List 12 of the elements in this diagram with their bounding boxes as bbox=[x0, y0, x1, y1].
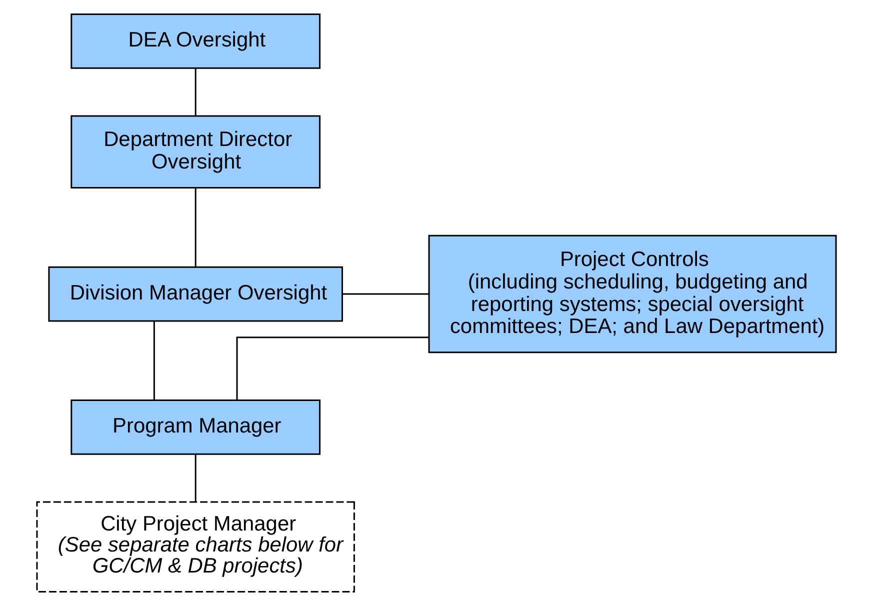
connector bbox=[194, 454, 196, 502]
connector bbox=[342, 293, 428, 295]
node-box: Department Director Oversight bbox=[70, 115, 320, 189]
connector bbox=[194, 188, 196, 267]
node-box: City Project Manager (See separate charts below for GC/CM & DB projects) bbox=[36, 501, 354, 593]
node-box: Division Manager Oversight bbox=[48, 266, 342, 322]
node-box: DEA Oversight bbox=[70, 13, 320, 69]
connector bbox=[152, 320, 154, 400]
node-box: Program Manager bbox=[70, 400, 320, 455]
connector bbox=[194, 68, 196, 116]
node-box: Project Controls (including scheduling, budgeting and reporting systems; special oversight committees; DEA; and Law Department) bbox=[428, 234, 836, 354]
connector bbox=[236, 336, 428, 400]
